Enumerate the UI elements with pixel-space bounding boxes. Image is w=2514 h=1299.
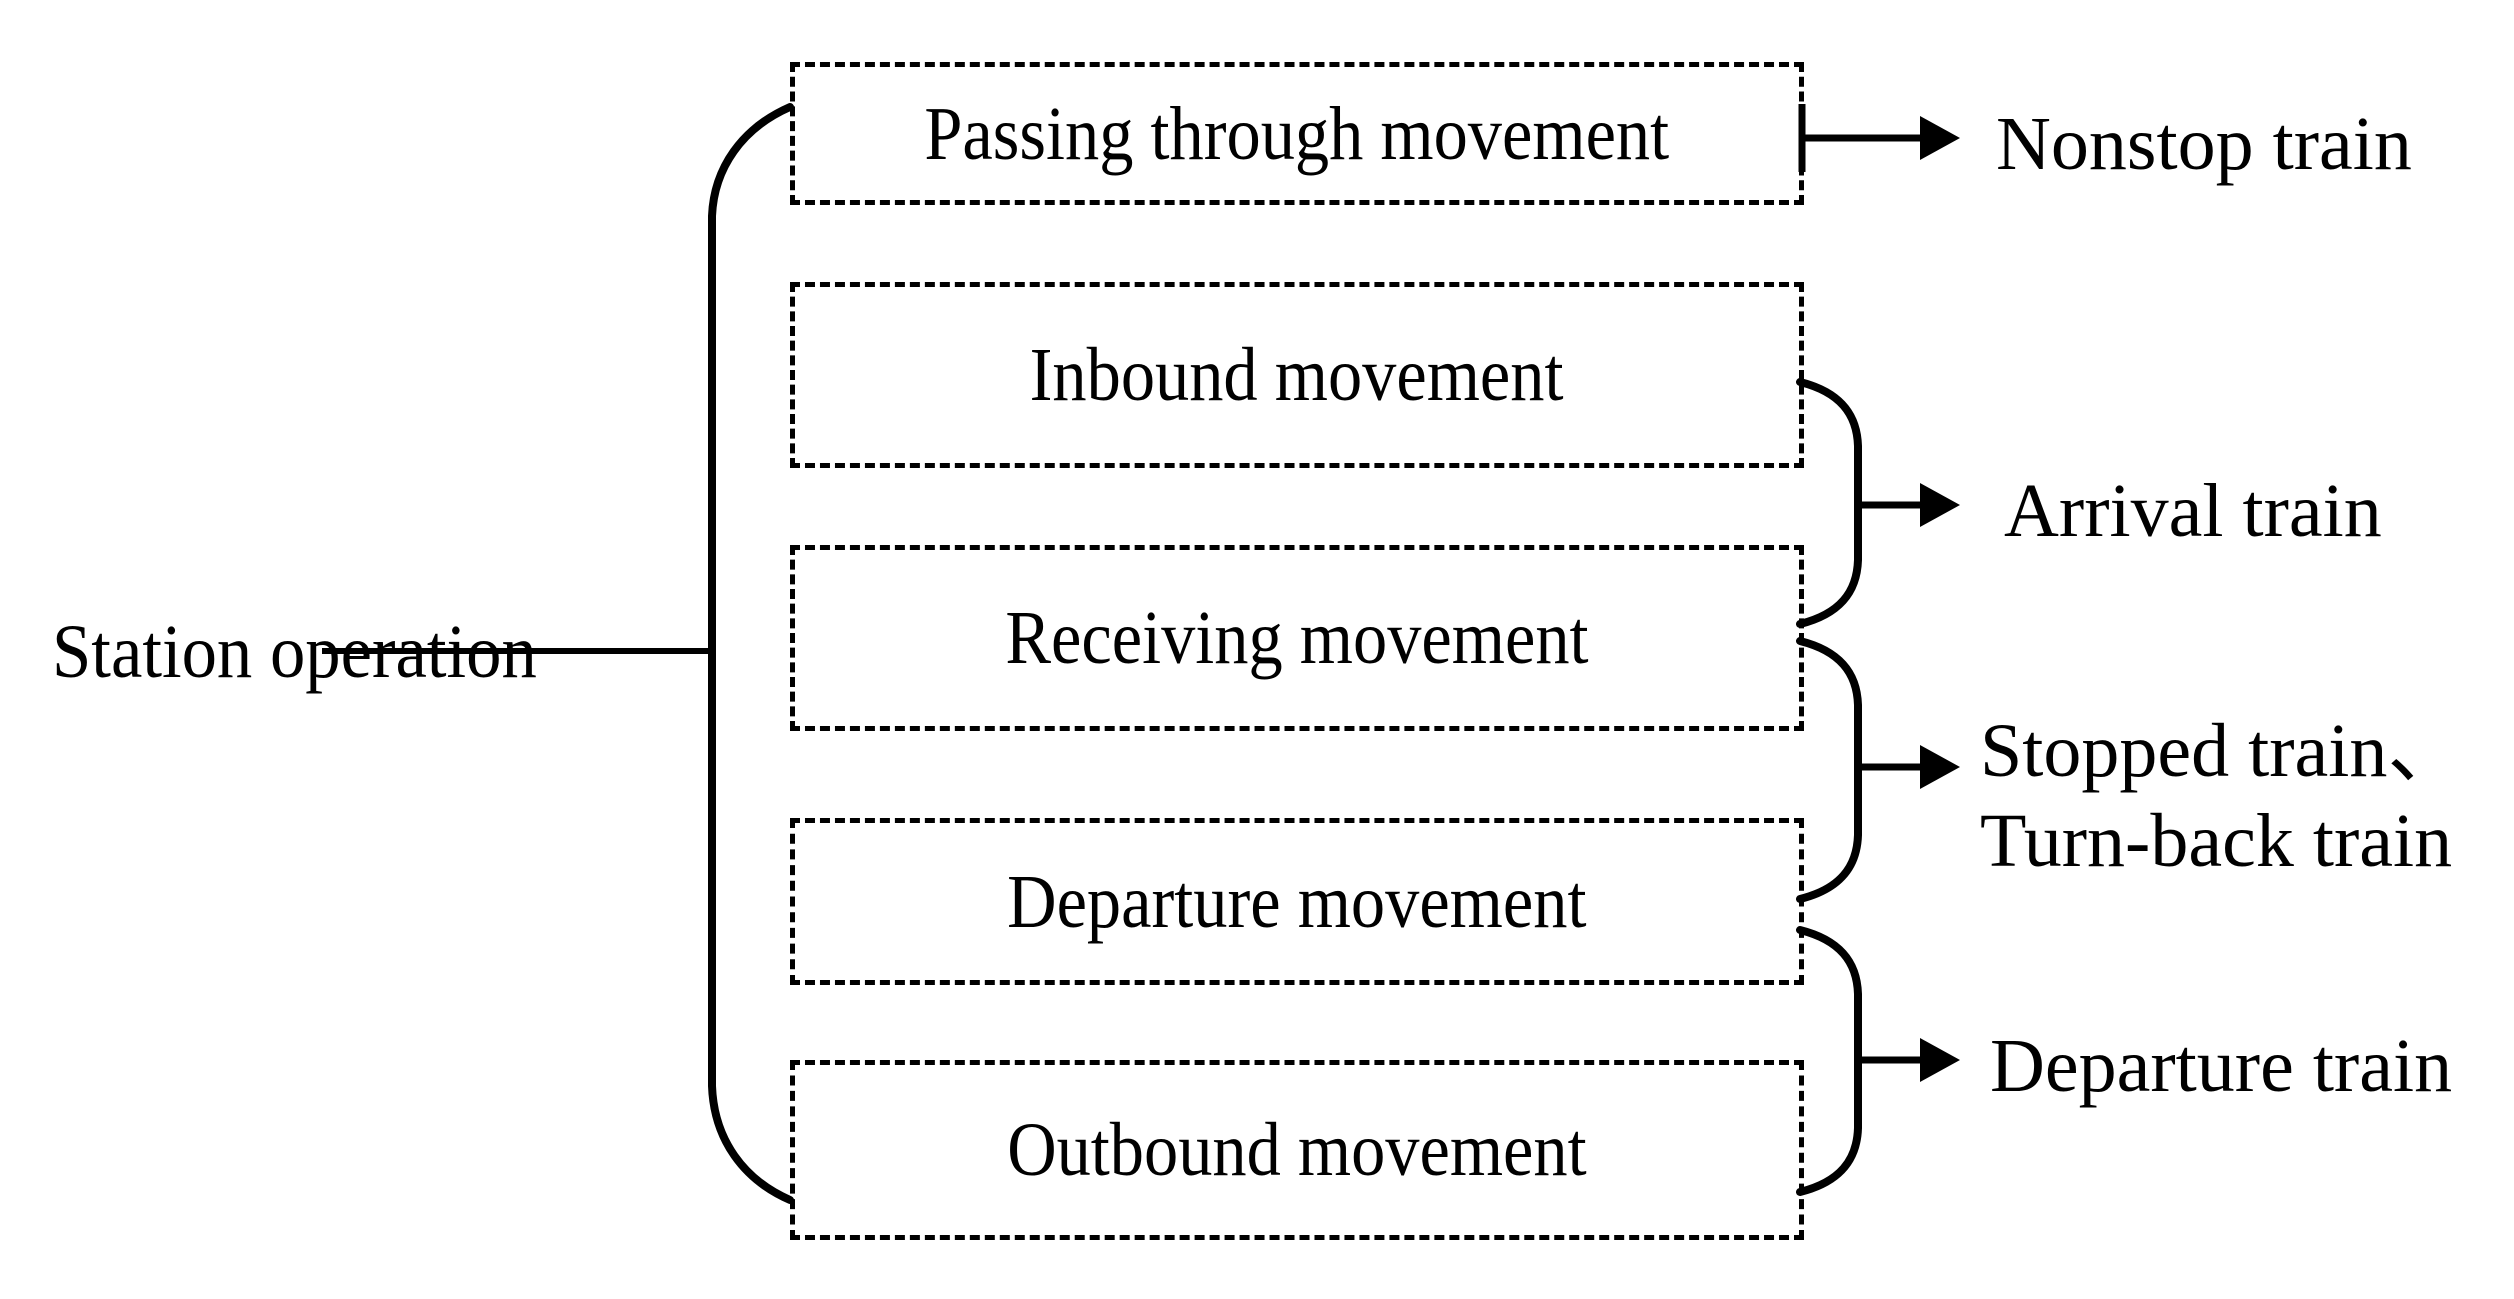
- outcome-label-arrival: Arrival train: [2004, 467, 2382, 557]
- node-box-passing-through[interactable]: Passing through movement: [790, 62, 1804, 205]
- arrow-nonstop: [1798, 104, 1960, 172]
- node-box-outbound[interactable]: Outbound movement: [790, 1060, 1804, 1240]
- outcome-line-arrival: Arrival train: [2004, 469, 2382, 553]
- outcome-label-stopped: Stopped train、 Turn-back train: [1980, 707, 2463, 886]
- node-label-inbound: Inbound movement: [1030, 333, 1564, 417]
- node-label-receiving: Receiving movement: [1005, 596, 1589, 680]
- outcome-label-nonstop: Nonstop train: [1996, 100, 2412, 190]
- arrow-departure: [1858, 1038, 1960, 1082]
- arrow-arrival: [1858, 483, 1960, 527]
- arrow-stopped: [1858, 745, 1960, 789]
- node-box-receiving[interactable]: Receiving movement: [790, 545, 1804, 731]
- node-box-inbound[interactable]: Inbound movement: [790, 282, 1804, 468]
- root-node-label: Station operation: [52, 610, 537, 694]
- left-brace: [708, 103, 794, 1204]
- node-label-departure: Departure movement: [1007, 859, 1587, 944]
- outcome-line-stopped-1: Stopped train、: [1980, 709, 2464, 793]
- outcome-line-departing: Departure train: [1990, 1024, 2453, 1108]
- right-brace-stopped: [1796, 637, 1862, 903]
- outcome-line-nonstop: Nonstop train: [1996, 102, 2412, 186]
- outcome-line-stopped-2: Turn-back train: [1980, 798, 2453, 883]
- right-brace-arrival: [1796, 378, 1862, 628]
- outcome-label-departing: Departure train: [1990, 1022, 2452, 1112]
- node-box-departure[interactable]: Departure movement: [790, 818, 1804, 985]
- node-label-passing-through: Passing through movement: [924, 91, 1670, 176]
- node-label-outbound: Outbound movement: [1007, 1108, 1587, 1192]
- right-brace-departure: [1796, 926, 1862, 1196]
